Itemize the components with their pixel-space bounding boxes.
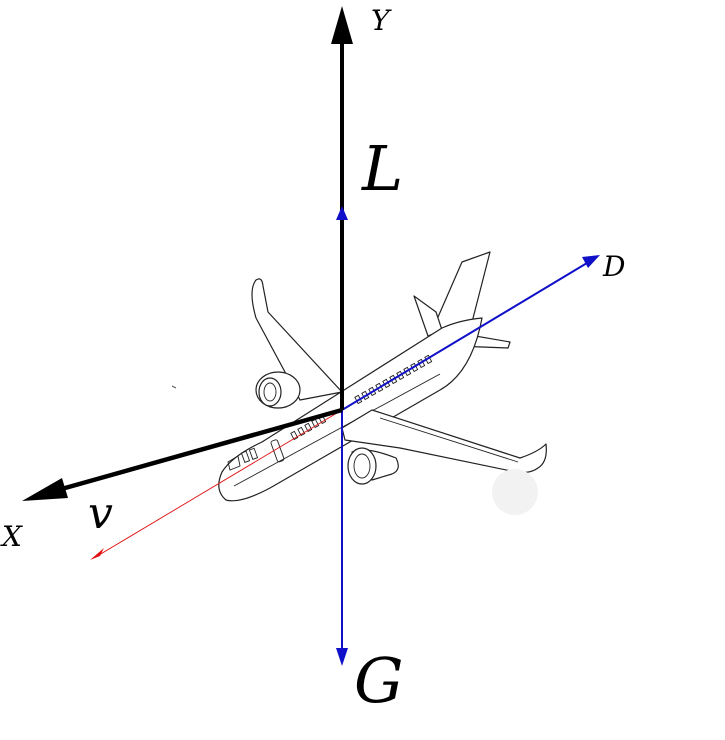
- velocity-label: v: [88, 488, 113, 539]
- drag-vector: [341, 255, 600, 411]
- gravity-label: G: [354, 644, 404, 717]
- airplane-icon: [218, 251, 547, 502]
- far-engine-icon: [255, 371, 301, 409]
- velocity-direction-line: [90, 409, 343, 560]
- gravity-vector: [336, 410, 348, 666]
- stray-mark: [171, 385, 177, 389]
- lift-arrowhead: [336, 206, 348, 220]
- near-engine-icon: [347, 447, 399, 485]
- drag-label: D: [602, 250, 625, 283]
- x-axis-label: X: [0, 520, 23, 553]
- lift-label: L: [361, 132, 403, 205]
- cockpit-windows-icon: [227, 439, 285, 471]
- x-axis: [22, 407, 343, 501]
- y-axis: [331, 6, 353, 410]
- highlight-circle: [492, 469, 538, 515]
- y-axis-label: Y: [371, 4, 392, 37]
